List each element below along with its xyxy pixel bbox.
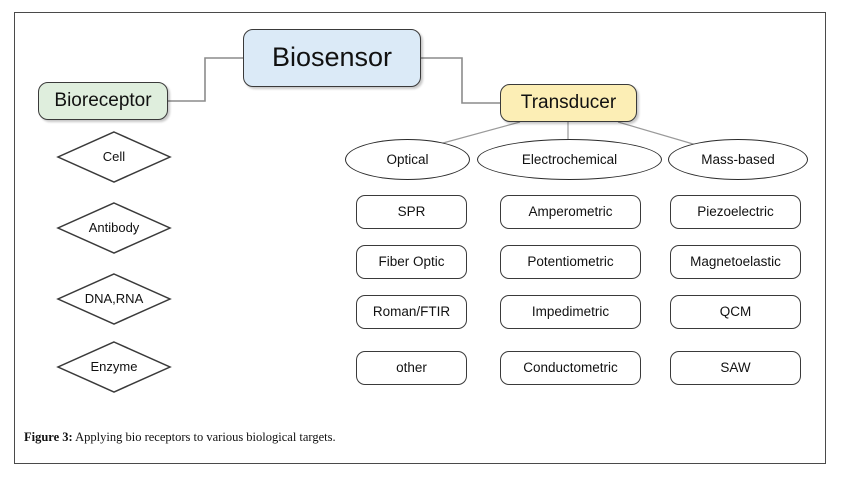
box-potentiometric[interactable]: Potentiometric <box>500 245 641 279</box>
diamond-enzyme[interactable]: Enzyme <box>56 340 172 394</box>
box-piezoelectric-label: Piezoelectric <box>697 204 774 220</box>
diamond-shape-icon <box>56 341 172 393</box>
ellipse-mass-based[interactable]: Mass-based <box>668 139 808 180</box>
diamond-dna-rna[interactable]: DNA,RNA <box>56 272 172 326</box>
ellipse-mass-based-label: Mass-based <box>701 151 775 167</box>
box-spr-label: SPR <box>397 204 426 220</box>
box-impedimetric[interactable]: Impedimetric <box>500 295 641 329</box>
ellipse-optical-label: Optical <box>386 151 429 167</box>
ellipse-electrochemical[interactable]: Electrochemical <box>477 139 662 180</box>
box-fiber-optic[interactable]: Fiber Optic <box>356 245 467 279</box>
diamond-enzyme-label: Enzyme <box>90 358 138 374</box>
diamond-shape-icon <box>56 273 172 325</box>
box-conductometric-label: Conductometric <box>523 360 618 376</box>
box-magnetoelastic[interactable]: Magnetoelastic <box>670 245 801 279</box>
node-bioreceptor-label: Bioreceptor <box>54 90 152 112</box>
diamond-shape-icon <box>56 131 172 183</box>
ellipse-electrochemical-label: Electrochemical <box>521 151 618 167</box>
box-impedimetric-label: Impedimetric <box>531 304 610 320</box>
box-saw[interactable]: SAW <box>670 351 801 385</box>
box-roman-ftir[interactable]: Roman/FTIR <box>356 295 467 329</box>
box-saw-label: SAW <box>720 360 751 376</box>
ellipse-optical[interactable]: Optical <box>345 139 470 180</box>
box-fiber-optic-label: Fiber Optic <box>378 254 445 270</box>
node-transducer-label: Transducer <box>520 92 617 114</box>
figure-caption-label: Figure 3: <box>24 430 73 444</box>
node-biosensor-label: Biosensor <box>271 42 393 73</box>
figure-caption: Figure 3: Applying bio receptors to vari… <box>24 430 584 445</box>
box-roman-ftir-label: Roman/FTIR <box>372 304 451 320</box>
box-spr[interactable]: SPR <box>356 195 467 229</box>
box-other-label: other <box>396 360 427 376</box>
node-biosensor[interactable]: Biosensor <box>243 29 421 87</box>
box-magnetoelastic-label: Magnetoelastic <box>690 254 781 270</box>
diamond-dna-rna-label: DNA,RNA <box>84 290 144 306</box>
figure-caption-text: Applying bio receptors to various biolog… <box>72 430 336 444</box>
box-qcm[interactable]: QCM <box>670 295 801 329</box>
box-potentiometric-label: Potentiometric <box>527 254 614 270</box>
box-amperometric[interactable]: Amperometric <box>500 195 641 229</box>
box-amperometric-label: Amperometric <box>528 204 613 220</box>
diamond-antibody[interactable]: Antibody <box>56 201 172 255</box>
node-bioreceptor[interactable]: Bioreceptor <box>38 82 168 120</box>
box-qcm-label: QCM <box>719 304 752 320</box>
diamond-cell-label: Cell <box>102 148 126 164</box>
diamond-shape-icon <box>56 202 172 254</box>
diamond-antibody-label: Antibody <box>88 219 140 235</box>
box-piezoelectric[interactable]: Piezoelectric <box>670 195 801 229</box>
node-transducer[interactable]: Transducer <box>500 84 637 122</box>
diamond-cell[interactable]: Cell <box>56 130 172 184</box>
box-conductometric[interactable]: Conductometric <box>500 351 641 385</box>
box-other[interactable]: other <box>356 351 467 385</box>
